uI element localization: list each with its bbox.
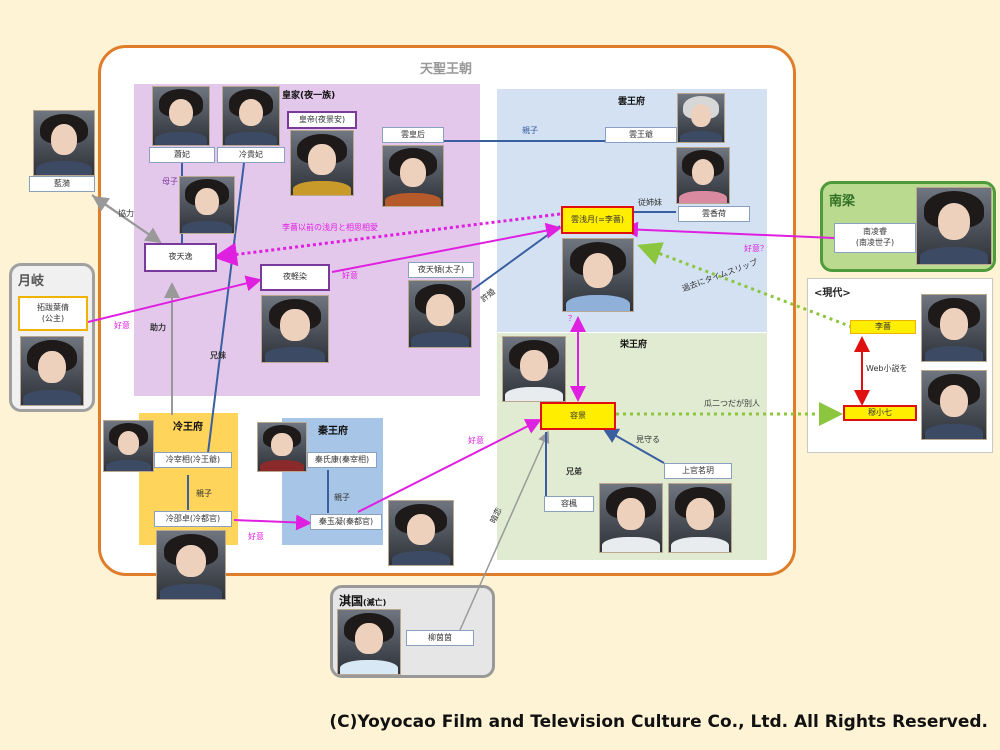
name-rongfeng: 容楓 bbox=[544, 496, 594, 512]
label-qinzi-leng: 親子 bbox=[196, 489, 212, 498]
qi-note: (滅亡) bbox=[363, 598, 387, 607]
label-webnovel: Web小説を bbox=[866, 364, 908, 373]
name-nanlingrui: 南凌睿 (南凌世子) bbox=[834, 223, 916, 253]
name-muxiaoqi: 穆小七 bbox=[843, 405, 917, 421]
name-lanfei: 蕭妃 bbox=[149, 147, 215, 163]
edge-lanyi-help-back bbox=[92, 195, 161, 243]
name-qinyuning: 秦玉凝(秦都官) bbox=[310, 514, 382, 530]
label-xieli: 協力 bbox=[118, 209, 134, 218]
portrait-yunxiangling bbox=[676, 147, 730, 204]
qi-name: 淇国 bbox=[339, 594, 364, 608]
name-yunxiangling: 雲香荷 bbox=[678, 206, 750, 222]
edge-yunhuanghou-yunwangye bbox=[431, 134, 605, 142]
qi-title: 淇国(滅亡) bbox=[339, 592, 386, 609]
label-xiongdi: 兄弟 bbox=[566, 467, 582, 476]
portrait-lengguifei bbox=[222, 86, 280, 146]
portrait-yunqianyue bbox=[562, 238, 634, 312]
yuezhi-title: 月岐 bbox=[18, 274, 45, 289]
nanlingrui-line1: 南凌睿 bbox=[863, 227, 887, 237]
label-zhuli: 助力 bbox=[150, 323, 166, 332]
label-question: ？ bbox=[568, 314, 576, 323]
label-lookalike: 瓜二つだが別人 bbox=[704, 399, 760, 408]
name-liqiang: 李薔 bbox=[850, 320, 916, 334]
label-haoyi-yeqingran: 好意 bbox=[342, 271, 358, 280]
name-yetianqing: 夜天傾(太子) bbox=[408, 262, 474, 278]
name-emperor: 皇帝(夜景安) bbox=[287, 111, 357, 129]
edge-lengshaozhuo-qinyuning bbox=[233, 514, 312, 531]
label-muzi: 母子 bbox=[162, 177, 178, 186]
tuoba-line2: (公主) bbox=[41, 313, 65, 323]
portrait-emperor bbox=[290, 130, 354, 196]
portrait-rongfeng bbox=[599, 483, 663, 553]
edge-shangguan-rongjing bbox=[602, 428, 665, 464]
portrait-qinyuning bbox=[388, 500, 454, 566]
name-qinshikang: 秦氏康(秦宰相) bbox=[307, 452, 377, 468]
portrait-yeqingran bbox=[261, 295, 329, 363]
portrait-yunhuanghou bbox=[382, 145, 444, 207]
modern-title: <現代> bbox=[814, 288, 851, 299]
label-haoyi-tuoba: 好意 bbox=[114, 321, 130, 330]
edge-tuoba-yeqingran bbox=[87, 275, 262, 323]
label-liqiang-memory: 李薔以前の浅月と相思相愛 bbox=[282, 223, 378, 232]
label-haoyi-qin: 好意 bbox=[468, 436, 484, 445]
nanliang-title: 南梁 bbox=[829, 194, 856, 209]
label-congzimei: 従姉妹 bbox=[638, 198, 662, 207]
edge-nanlingrui-yunqianyue bbox=[622, 221, 835, 239]
label-mishou: 見守る bbox=[636, 435, 660, 444]
portrait-nanlingrui bbox=[916, 187, 992, 265]
imperial-title: 皇家(夜一族) bbox=[282, 91, 336, 101]
portrait-muxiaoqi bbox=[921, 370, 987, 440]
name-liuyinyin: 柳茵茵 bbox=[406, 630, 474, 646]
leng-title: 冷王府 bbox=[173, 422, 203, 433]
dynasty-title: 天聖王朝 bbox=[420, 62, 473, 77]
portrait-qinshikang bbox=[257, 422, 307, 472]
portrait-lengzaixiang bbox=[103, 420, 154, 472]
portrait-lanyi bbox=[33, 110, 95, 176]
label-qinzi-qin: 親子 bbox=[334, 493, 350, 502]
portrait-liqiang bbox=[921, 294, 987, 362]
qin-title: 秦王府 bbox=[318, 426, 348, 437]
portrait-yunwangye bbox=[677, 93, 725, 143]
edge-yeqingran-yunqianyue bbox=[331, 222, 562, 273]
copyright-footer: (C)Yoyocao Film and Television Culture C… bbox=[329, 712, 988, 732]
label-haoyi-leng: 好意 bbox=[248, 532, 264, 541]
tuoba-line1: 拓跋葉倩 bbox=[37, 302, 69, 312]
portrait-lengshaozhuo bbox=[156, 530, 226, 600]
portrait-yetianqing bbox=[408, 280, 472, 348]
name-lanyi: 藍漪 bbox=[29, 176, 95, 192]
name-yuntianyi: 夜天逸 bbox=[144, 243, 217, 272]
name-lengshaozhuo: 冷邵卓(冷都官) bbox=[154, 511, 232, 527]
rong-title: 栄王府 bbox=[620, 340, 648, 350]
name-shangguan: 上官茗玥 bbox=[664, 463, 732, 479]
name-lengguifei: 冷貴妃 bbox=[217, 147, 285, 163]
label-qinzi-yun: 親子 bbox=[522, 126, 538, 135]
edge-qinyuning-rongjing bbox=[357, 419, 542, 513]
portrait-rongjing bbox=[502, 336, 566, 402]
edge-memory-dotted bbox=[213, 212, 561, 267]
name-yunhuanghou: 雲皇后 bbox=[382, 127, 444, 143]
portrait-yuntianyi bbox=[179, 176, 235, 234]
portrait-lanfei bbox=[152, 86, 210, 146]
nanlingrui-line2: (南凌世子) bbox=[855, 238, 895, 247]
portrait-tuoba bbox=[20, 336, 84, 406]
edge-lenggui-lengzaixiang bbox=[207, 162, 245, 454]
name-tuoba: 拓跋葉倩 (公主) bbox=[18, 296, 88, 331]
portrait-liuyinyin bbox=[337, 609, 401, 675]
name-yunqianyue: 雲浅月(=李薔) bbox=[561, 206, 634, 234]
name-lengzaixiang: 冷宰相(冷王爺) bbox=[154, 452, 232, 468]
yun-title: 雲王府 bbox=[618, 97, 646, 107]
label-xiongmei: 兄妹 bbox=[210, 351, 226, 360]
edge-liuyinyin-anzhong bbox=[459, 430, 550, 631]
edge-timeslip bbox=[637, 242, 853, 329]
label-haoyi-nanliang: 好意？ bbox=[744, 244, 768, 253]
name-rongjing: 容景 bbox=[540, 402, 616, 430]
name-yeqingran: 夜軽染 bbox=[260, 264, 330, 291]
portrait-shangguan bbox=[668, 483, 732, 553]
name-yunwangye: 雲王爺 bbox=[605, 127, 677, 143]
